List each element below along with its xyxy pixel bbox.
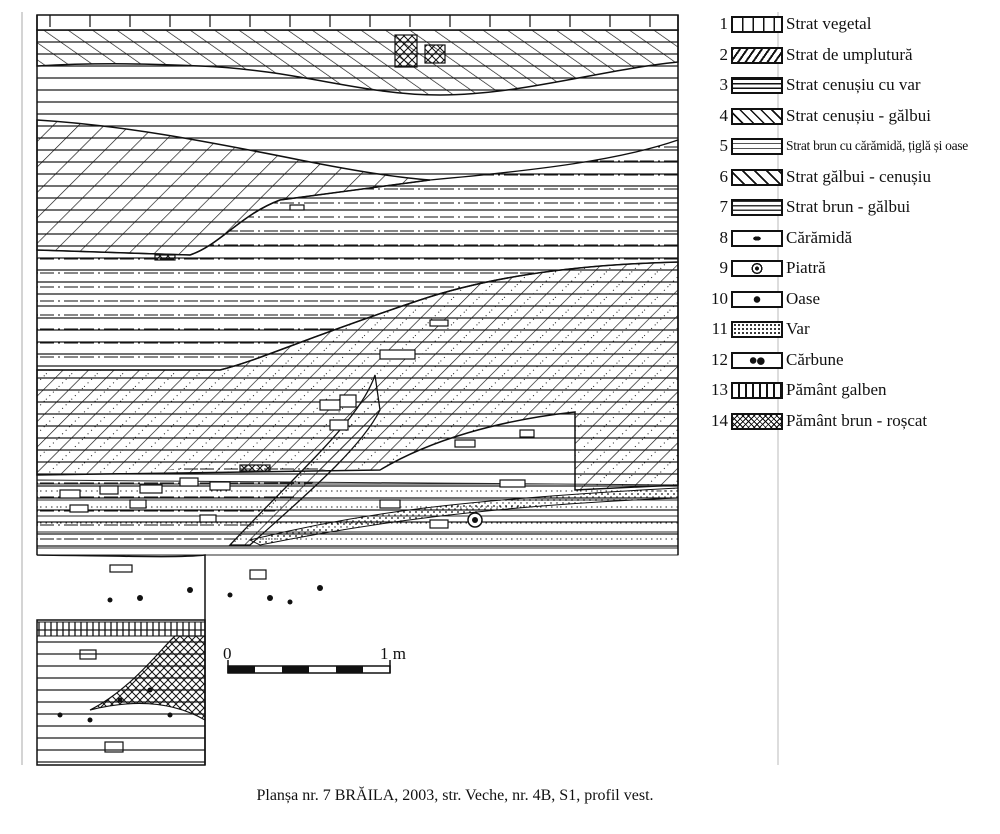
legend-item: 13 Pământ galben <box>700 380 1000 411</box>
legend-label: Strat brun - gălbui <box>786 197 911 216</box>
legend-number: 7 <box>719 197 729 216</box>
legend-number: 4 <box>719 105 729 125</box>
legend-label: Pământ galben <box>786 380 887 399</box>
legend-item: 11 Var <box>700 319 1000 350</box>
legend-number: 14 <box>711 410 728 430</box>
scale-start-label: 0 <box>223 644 232 663</box>
legend-label: Strat cenușiu - gălbui <box>786 105 931 125</box>
scale-bar <box>227 660 391 674</box>
figure-caption: Planșa nr. 7 BRĂILA, 2003, str. Veche, n… <box>256 787 654 804</box>
legend-label: Strat brun cu cărămidă, țiglă și oase <box>786 138 968 153</box>
legend-item: 14 Pământ brun - roșcat <box>700 411 1000 442</box>
legend-number: 1 <box>719 14 729 33</box>
dashdot-swatch-icon <box>731 138 783 155</box>
legend-item: 6 Strat gălbui - cenușiu <box>700 167 1000 198</box>
hlines-swatch-icon <box>731 77 783 94</box>
scale-end-label: 1 m <box>380 644 406 663</box>
legend-number: 11 <box>711 319 728 338</box>
legend-item: 1 Strat vegetal <box>700 14 1000 45</box>
legend-item: 10 Oase <box>700 289 1000 320</box>
legend-label: Strat cenușiu cu var <box>786 75 921 94</box>
legend-label: Piatră <box>786 258 826 277</box>
legend-item: 7 Strat brun - gălbui <box>700 197 1000 228</box>
legend-item: 2 Strat de umplutură <box>700 45 1000 76</box>
legend-item: 4 Strat cenușiu - gălbui <box>700 106 1000 137</box>
legend-number: 12 <box>711 349 728 369</box>
legend-label: Cărbune <box>786 349 844 369</box>
legend-number: 5 <box>719 136 729 155</box>
profile-layers <box>21 12 779 766</box>
fill-swatch-icon <box>731 46 783 64</box>
legend-number: 8 <box>719 227 729 247</box>
dotted-hlines-swatch-icon <box>731 199 783 216</box>
legend-label: Var <box>786 319 810 338</box>
legend-number: 3 <box>719 75 729 94</box>
crosshatch-swatch-icon <box>731 412 783 430</box>
legend-number: 9 <box>719 258 729 277</box>
legend-number: 10 <box>711 288 728 308</box>
legend-item: 12 Cărbune <box>700 350 1000 381</box>
vegetal-swatch-icon <box>731 16 783 33</box>
legend-item: 3 Strat cenușiu cu var <box>700 75 1000 106</box>
vlines-swatch-icon <box>731 382 783 399</box>
bone-swatch-icon <box>731 290 783 308</box>
legend-label: Cărămidă <box>786 227 853 247</box>
legend-item: 8 Cărămidă <box>700 228 1000 259</box>
stone-swatch-icon <box>731 260 783 277</box>
legend-label: Strat gălbui - cenușiu <box>786 166 931 186</box>
legend-item: 9 Piatră <box>700 258 1000 289</box>
backslash-swatch-icon <box>731 107 783 125</box>
brick-swatch-icon <box>731 229 783 247</box>
legend-label: Oase <box>786 288 820 308</box>
legend-number: 6 <box>719 166 729 186</box>
dotted-backslash-swatch-icon <box>731 168 783 186</box>
legend-label: Strat vegetal <box>786 14 872 33</box>
legend-number: 13 <box>711 380 728 399</box>
legend-number: 2 <box>719 44 729 64</box>
legend-item: 5 Strat brun cu cărămidă, țiglă și oase <box>700 136 1000 167</box>
legend-label: Strat de umplutură <box>786 44 913 64</box>
legend-label: Pământ brun - roșcat <box>786 410 928 430</box>
lime-swatch-icon <box>731 321 783 338</box>
charcoal-swatch-icon <box>731 351 783 369</box>
